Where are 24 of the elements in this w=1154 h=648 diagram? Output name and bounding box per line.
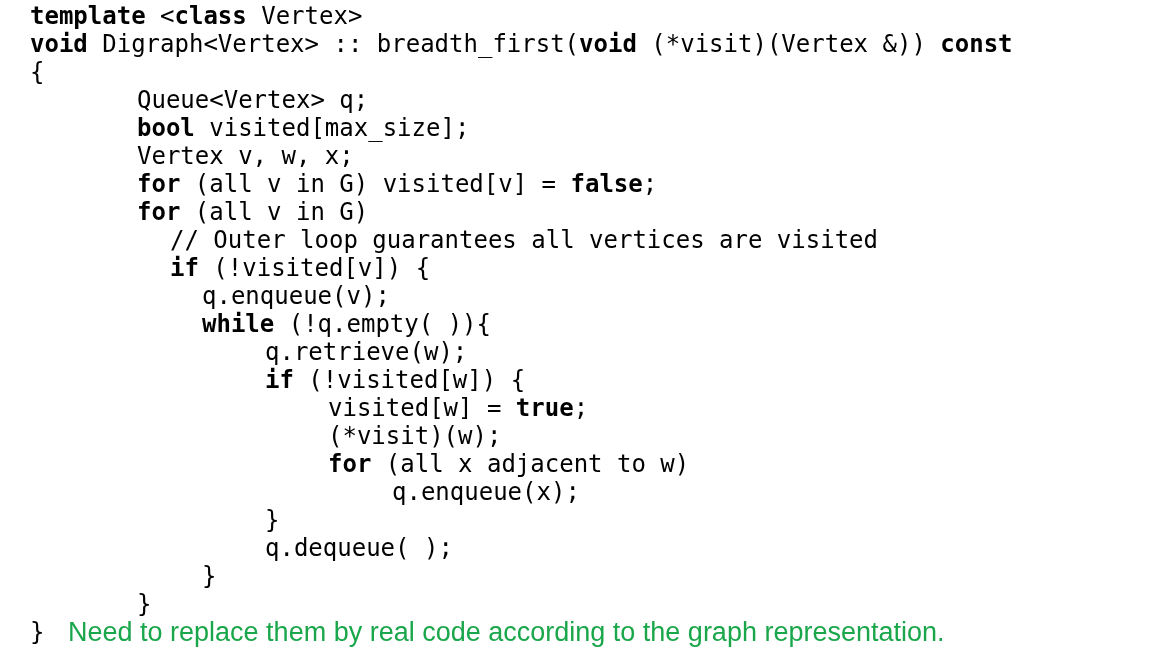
- code-line: {: [30, 58, 45, 86]
- code-line: if (!visited[v]) {: [170, 254, 431, 282]
- code-line: if (!visited[w]) {: [265, 366, 526, 394]
- code-line: q.enqueue(x);: [392, 478, 580, 506]
- code-line: }: [137, 590, 152, 618]
- code-line: }: [202, 562, 217, 590]
- code-line: bool visited[max_size];: [137, 114, 470, 142]
- code-line: void Digraph<Vertex> :: breadth_first(void (*visit)(Vertex &)) const: [30, 30, 1013, 58]
- code-line: Queue<Vertex> q;: [137, 86, 369, 114]
- code-line: for (all v in G): [137, 198, 369, 226]
- code-line: // Outer loop guarantees all vertices are visited: [170, 226, 878, 254]
- code-line: q.retrieve(w);: [265, 338, 468, 366]
- code-line: q.dequeue( );: [265, 534, 453, 562]
- code-line: }: [30, 618, 45, 646]
- code-line: Vertex v, w, x;: [137, 142, 354, 170]
- code-line: visited[w] = true;: [328, 394, 589, 422]
- code-line: while (!q.empty( )){: [202, 310, 491, 338]
- code-line: }: [265, 506, 280, 534]
- code-line: template <class Vertex>: [30, 2, 363, 30]
- code-line: for (all x adjacent to w): [328, 450, 690, 478]
- code-line: q.enqueue(v);: [202, 282, 390, 310]
- code-line: (*visit)(w);: [328, 422, 502, 450]
- note-text: Need to replace them by real code according to the graph representation.: [68, 616, 945, 648]
- code-line: for (all v in G) visited[v] = false;: [137, 170, 658, 198]
